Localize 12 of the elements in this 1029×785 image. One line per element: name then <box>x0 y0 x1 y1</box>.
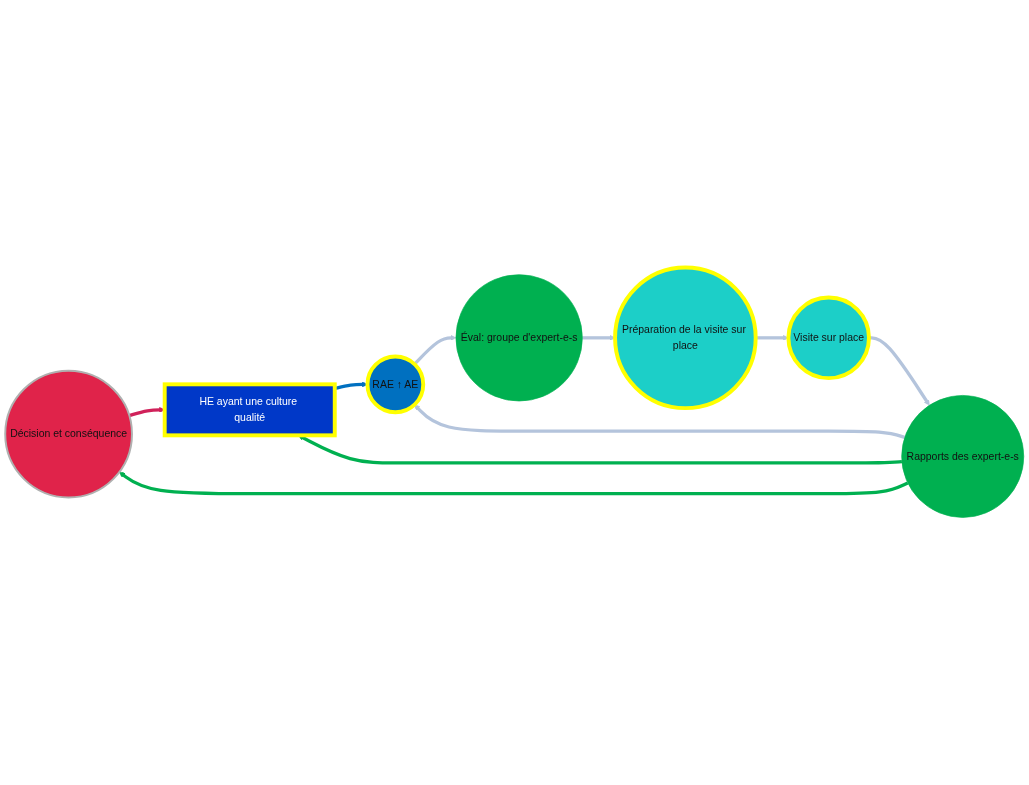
node-circle: Décision et conséquence <box>4 369 133 499</box>
node-circle: Préparation de la visite sur place <box>613 265 758 411</box>
node-circle: RAE ↑ AE <box>365 354 426 415</box>
node-circle: Rapports des expert-e-s <box>901 395 1025 518</box>
arrow <box>119 471 909 496</box>
node-circle: Visite sur place <box>786 295 871 381</box>
arrow <box>869 336 930 406</box>
node-box: HE ayant une culture qualité <box>162 382 337 438</box>
arrow <box>414 404 906 439</box>
node-circle: Éval: groupe d'expert-e-s <box>455 274 583 402</box>
arrow <box>413 334 457 366</box>
arrow <box>298 435 903 465</box>
